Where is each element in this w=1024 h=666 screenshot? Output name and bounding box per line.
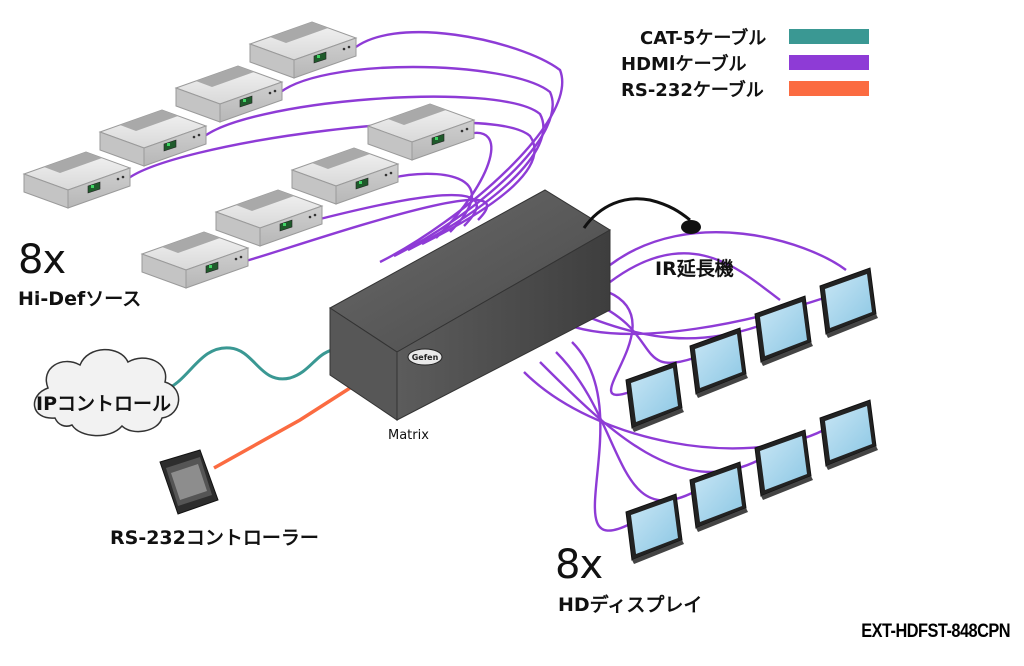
- legend-swatch-rs232: [789, 81, 869, 96]
- legend-label: RS-232ケーブル: [621, 80, 764, 101]
- legend-label: HDMIケーブル: [621, 54, 747, 75]
- sources-label: Hi-Defソース: [18, 288, 142, 310]
- hd-display: [754, 295, 813, 366]
- legend-swatch-cat5: [789, 29, 869, 44]
- display-devices: [625, 267, 878, 564]
- hi-def-source-box: [290, 147, 400, 205]
- hd-display: [819, 399, 878, 470]
- hd-display: [754, 429, 813, 500]
- hd-display: [689, 327, 748, 398]
- rs232-label: RS-232コントローラー: [110, 527, 319, 549]
- hd-display: [689, 461, 748, 532]
- sources-count: 8x: [18, 237, 66, 283]
- ir-label: IR延長機: [655, 258, 734, 280]
- legend-swatch-hdmi: [789, 55, 869, 70]
- displays-count: 8x: [555, 542, 603, 588]
- matrix-switch: Gefen: [329, 189, 611, 421]
- matrix-label: Matrix: [388, 428, 429, 443]
- ip-cloud: [33, 348, 180, 437]
- ir-extender: [582, 197, 701, 234]
- hi-def-source-box: [248, 21, 358, 79]
- source-devices: [22, 21, 476, 289]
- legend-label: CAT-5ケーブル: [640, 28, 767, 49]
- ip-label: IPコントロール: [36, 393, 171, 415]
- hd-display: [625, 493, 684, 564]
- hi-def-source-box: [22, 151, 132, 209]
- displays-label: HDディスプレイ: [558, 594, 703, 616]
- rs232-controller-device: [159, 449, 219, 515]
- hi-def-source-box: [174, 65, 284, 123]
- hi-def-source-box: [214, 189, 324, 247]
- hi-def-source-box: [98, 109, 208, 167]
- hd-display: [625, 361, 684, 432]
- hd-display: [819, 267, 878, 338]
- model-number: EXT-HDFST-848CPN: [861, 621, 1010, 642]
- svg-text:Gefen: Gefen: [412, 353, 439, 362]
- hi-def-source-box: [366, 103, 476, 161]
- matrix-logo: Gefen: [407, 348, 443, 366]
- hi-def-source-box: [140, 231, 250, 289]
